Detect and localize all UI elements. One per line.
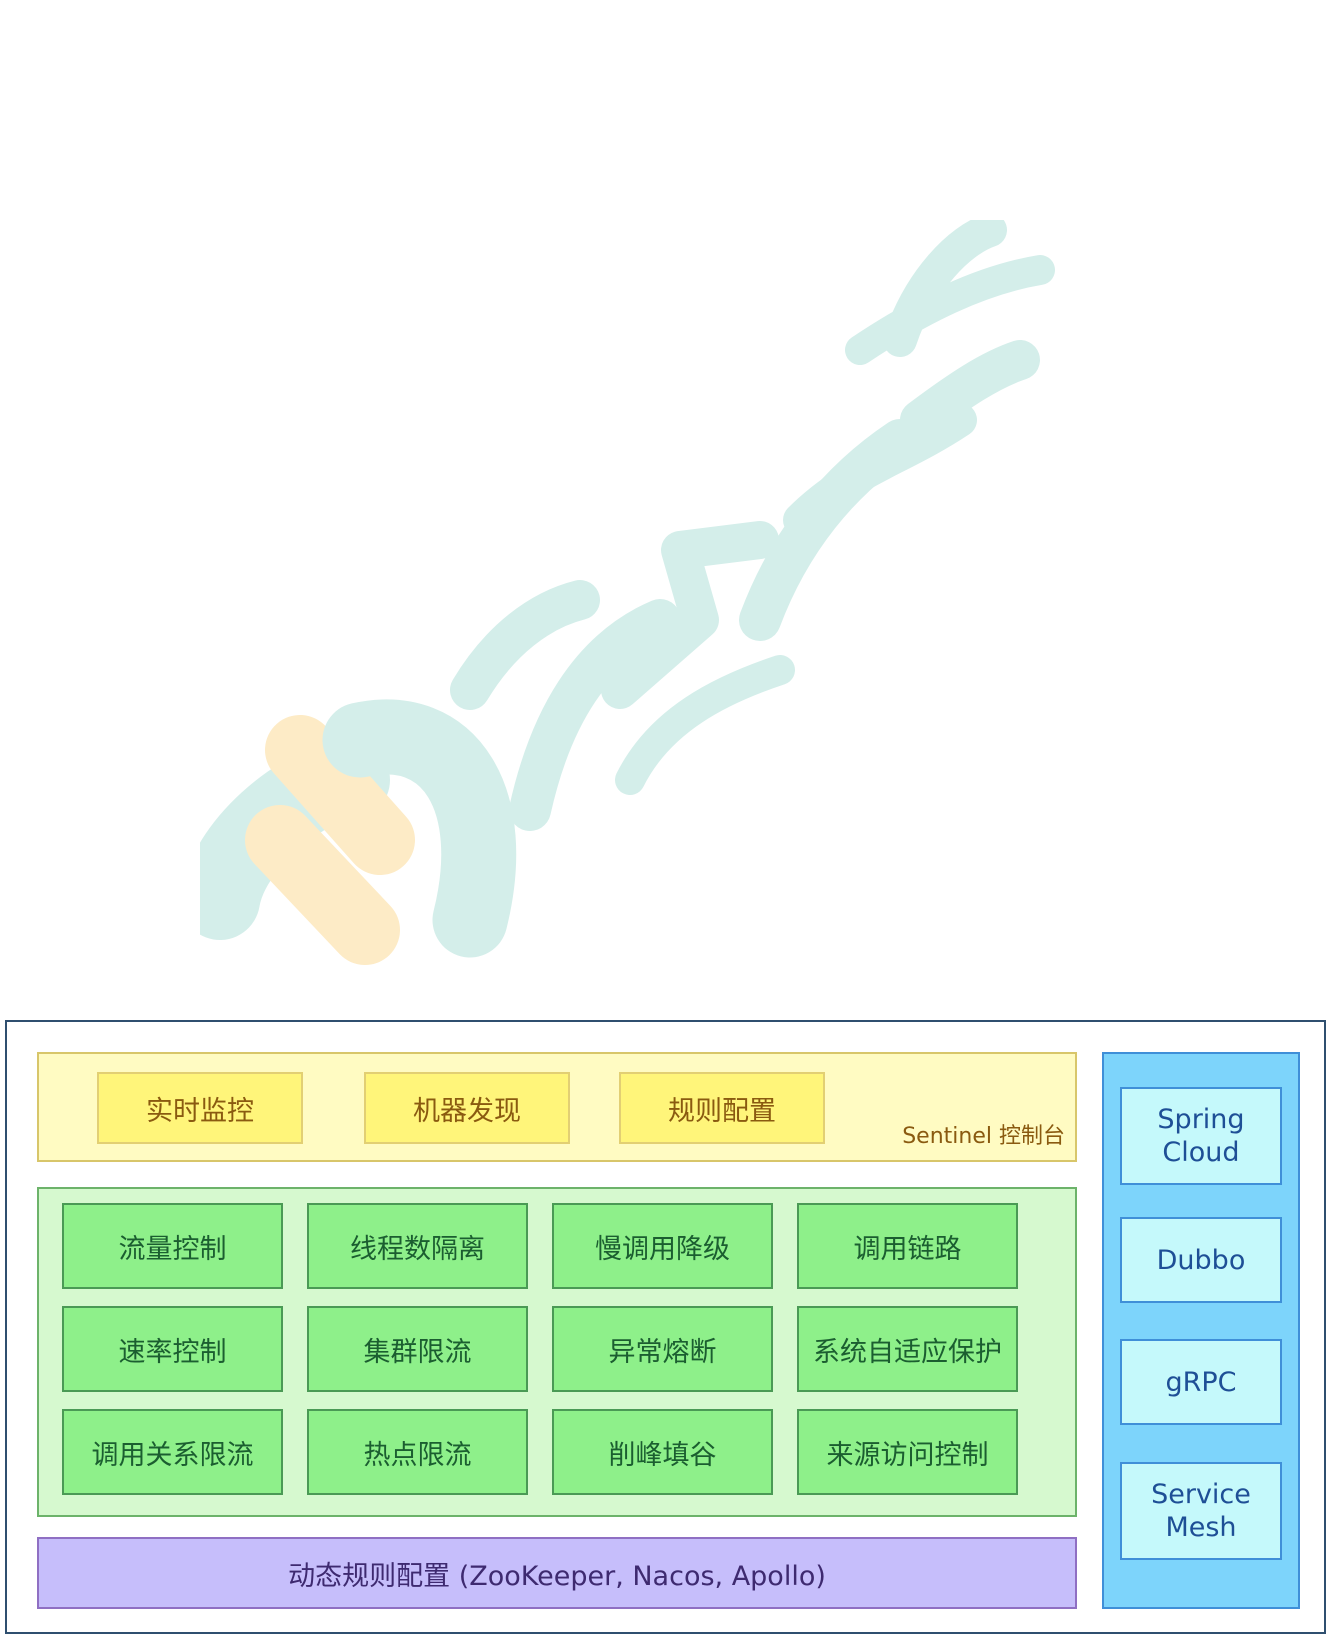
feature-hotspot-limit: 热点限流 (307, 1409, 528, 1495)
console-item-machine-discovery: 机器发现 (364, 1072, 570, 1144)
adapter-grpc: gRPC (1120, 1339, 1282, 1425)
sentinel-console-panel: 实时监控 机器发现 规则配置 Sentinel 控制台 (37, 1052, 1077, 1162)
feature-flow-control: 流量控制 (62, 1203, 283, 1289)
feature-relation-limit: 调用关系限流 (62, 1409, 283, 1495)
dynamic-rule-datasource: 动态规则配置 (ZooKeeper, Nacos, Apollo) (37, 1537, 1077, 1609)
watermark-logo (200, 220, 1055, 965)
console-item-realtime-monitoring: 实时监控 (97, 1072, 303, 1144)
adapters-panel: Spring Cloud Dubbo gRPC Service Mesh (1102, 1052, 1300, 1609)
console-title: Sentinel 控制台 (902, 1124, 1065, 1149)
architecture-frame: 实时监控 机器发现 规则配置 Sentinel 控制台 流量控制 线程数隔离 慢… (5, 1020, 1326, 1634)
adapter-service-mesh: Service Mesh (1120, 1462, 1282, 1560)
feature-peak-shaving: 削峰填谷 (552, 1409, 773, 1495)
feature-slow-call-degrade: 慢调用降级 (552, 1203, 773, 1289)
feature-rate-control: 速率控制 (62, 1306, 283, 1392)
core-features-panel: 流量控制 线程数隔离 慢调用降级 调用链路 速率控制 集群限流 异常熔断 系统自… (37, 1187, 1077, 1517)
adapter-spring-cloud: Spring Cloud (1120, 1087, 1282, 1185)
feature-cluster-limit: 集群限流 (307, 1306, 528, 1392)
feature-exception-break: 异常熔断 (552, 1306, 773, 1392)
console-item-rule-config: 规则配置 (619, 1072, 825, 1144)
feature-call-chain: 调用链路 (797, 1203, 1018, 1289)
feature-origin-access-control: 来源访问控制 (797, 1409, 1018, 1495)
feature-thread-isolation: 线程数隔离 (307, 1203, 528, 1289)
feature-system-adaptive: 系统自适应保护 (797, 1306, 1018, 1392)
adapter-dubbo: Dubbo (1120, 1217, 1282, 1303)
